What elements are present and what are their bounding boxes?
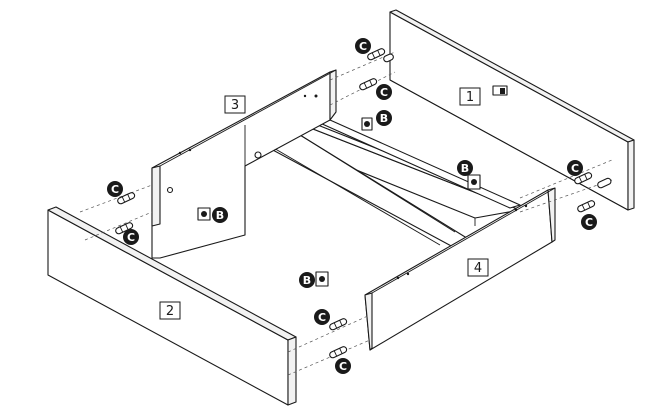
badge-c-7: C (314, 309, 330, 325)
badge-c-6: C (123, 229, 139, 245)
part-label-2: 2 (159, 301, 181, 320)
badge-c-2-text: C (380, 86, 388, 99)
badge-b-2-text: B (461, 162, 469, 175)
badge-c-5: C (107, 181, 123, 197)
badge-c-4-text: C (585, 216, 593, 229)
part-label-2-text: 2 (166, 304, 174, 319)
badge-b-1-text: B (380, 112, 388, 125)
dowel-pins (115, 48, 612, 359)
part-label-4: 4 (467, 258, 489, 277)
badge-c-3: C (567, 160, 583, 176)
part-label-1: 1 (459, 87, 481, 106)
badge-b-4: B (299, 272, 315, 288)
badge-c-5-text: C (111, 183, 119, 196)
badge-c-1: C (355, 38, 371, 54)
part-label-3-text: 3 (231, 98, 239, 113)
badge-b-4-text: B (303, 274, 311, 287)
badge-c-7-text: C (318, 311, 326, 324)
panel-4 (364, 187, 556, 351)
badge-b-1: B (376, 110, 392, 126)
panel-1 (389, 9, 635, 211)
badge-c-6-text: C (127, 231, 135, 244)
badge-c-1-text: C (359, 40, 367, 53)
badge-c-4: C (581, 214, 597, 230)
badge-c-2: C (376, 84, 392, 100)
badge-c-8: C (335, 358, 351, 374)
badge-b-3-text: B (216, 209, 224, 222)
part-label-3: 3 (224, 95, 246, 114)
badge-b-2: B (457, 160, 473, 176)
cam-locks (197, 117, 481, 287)
badge-c-3-text: C (571, 162, 579, 175)
badge-b-3: B (212, 207, 228, 223)
badge-c-8-text: C (339, 360, 347, 373)
part-label-4-text: 4 (474, 261, 482, 276)
part-label-1-text: 1 (466, 90, 474, 105)
assembly-guide-lines (79, 51, 613, 376)
